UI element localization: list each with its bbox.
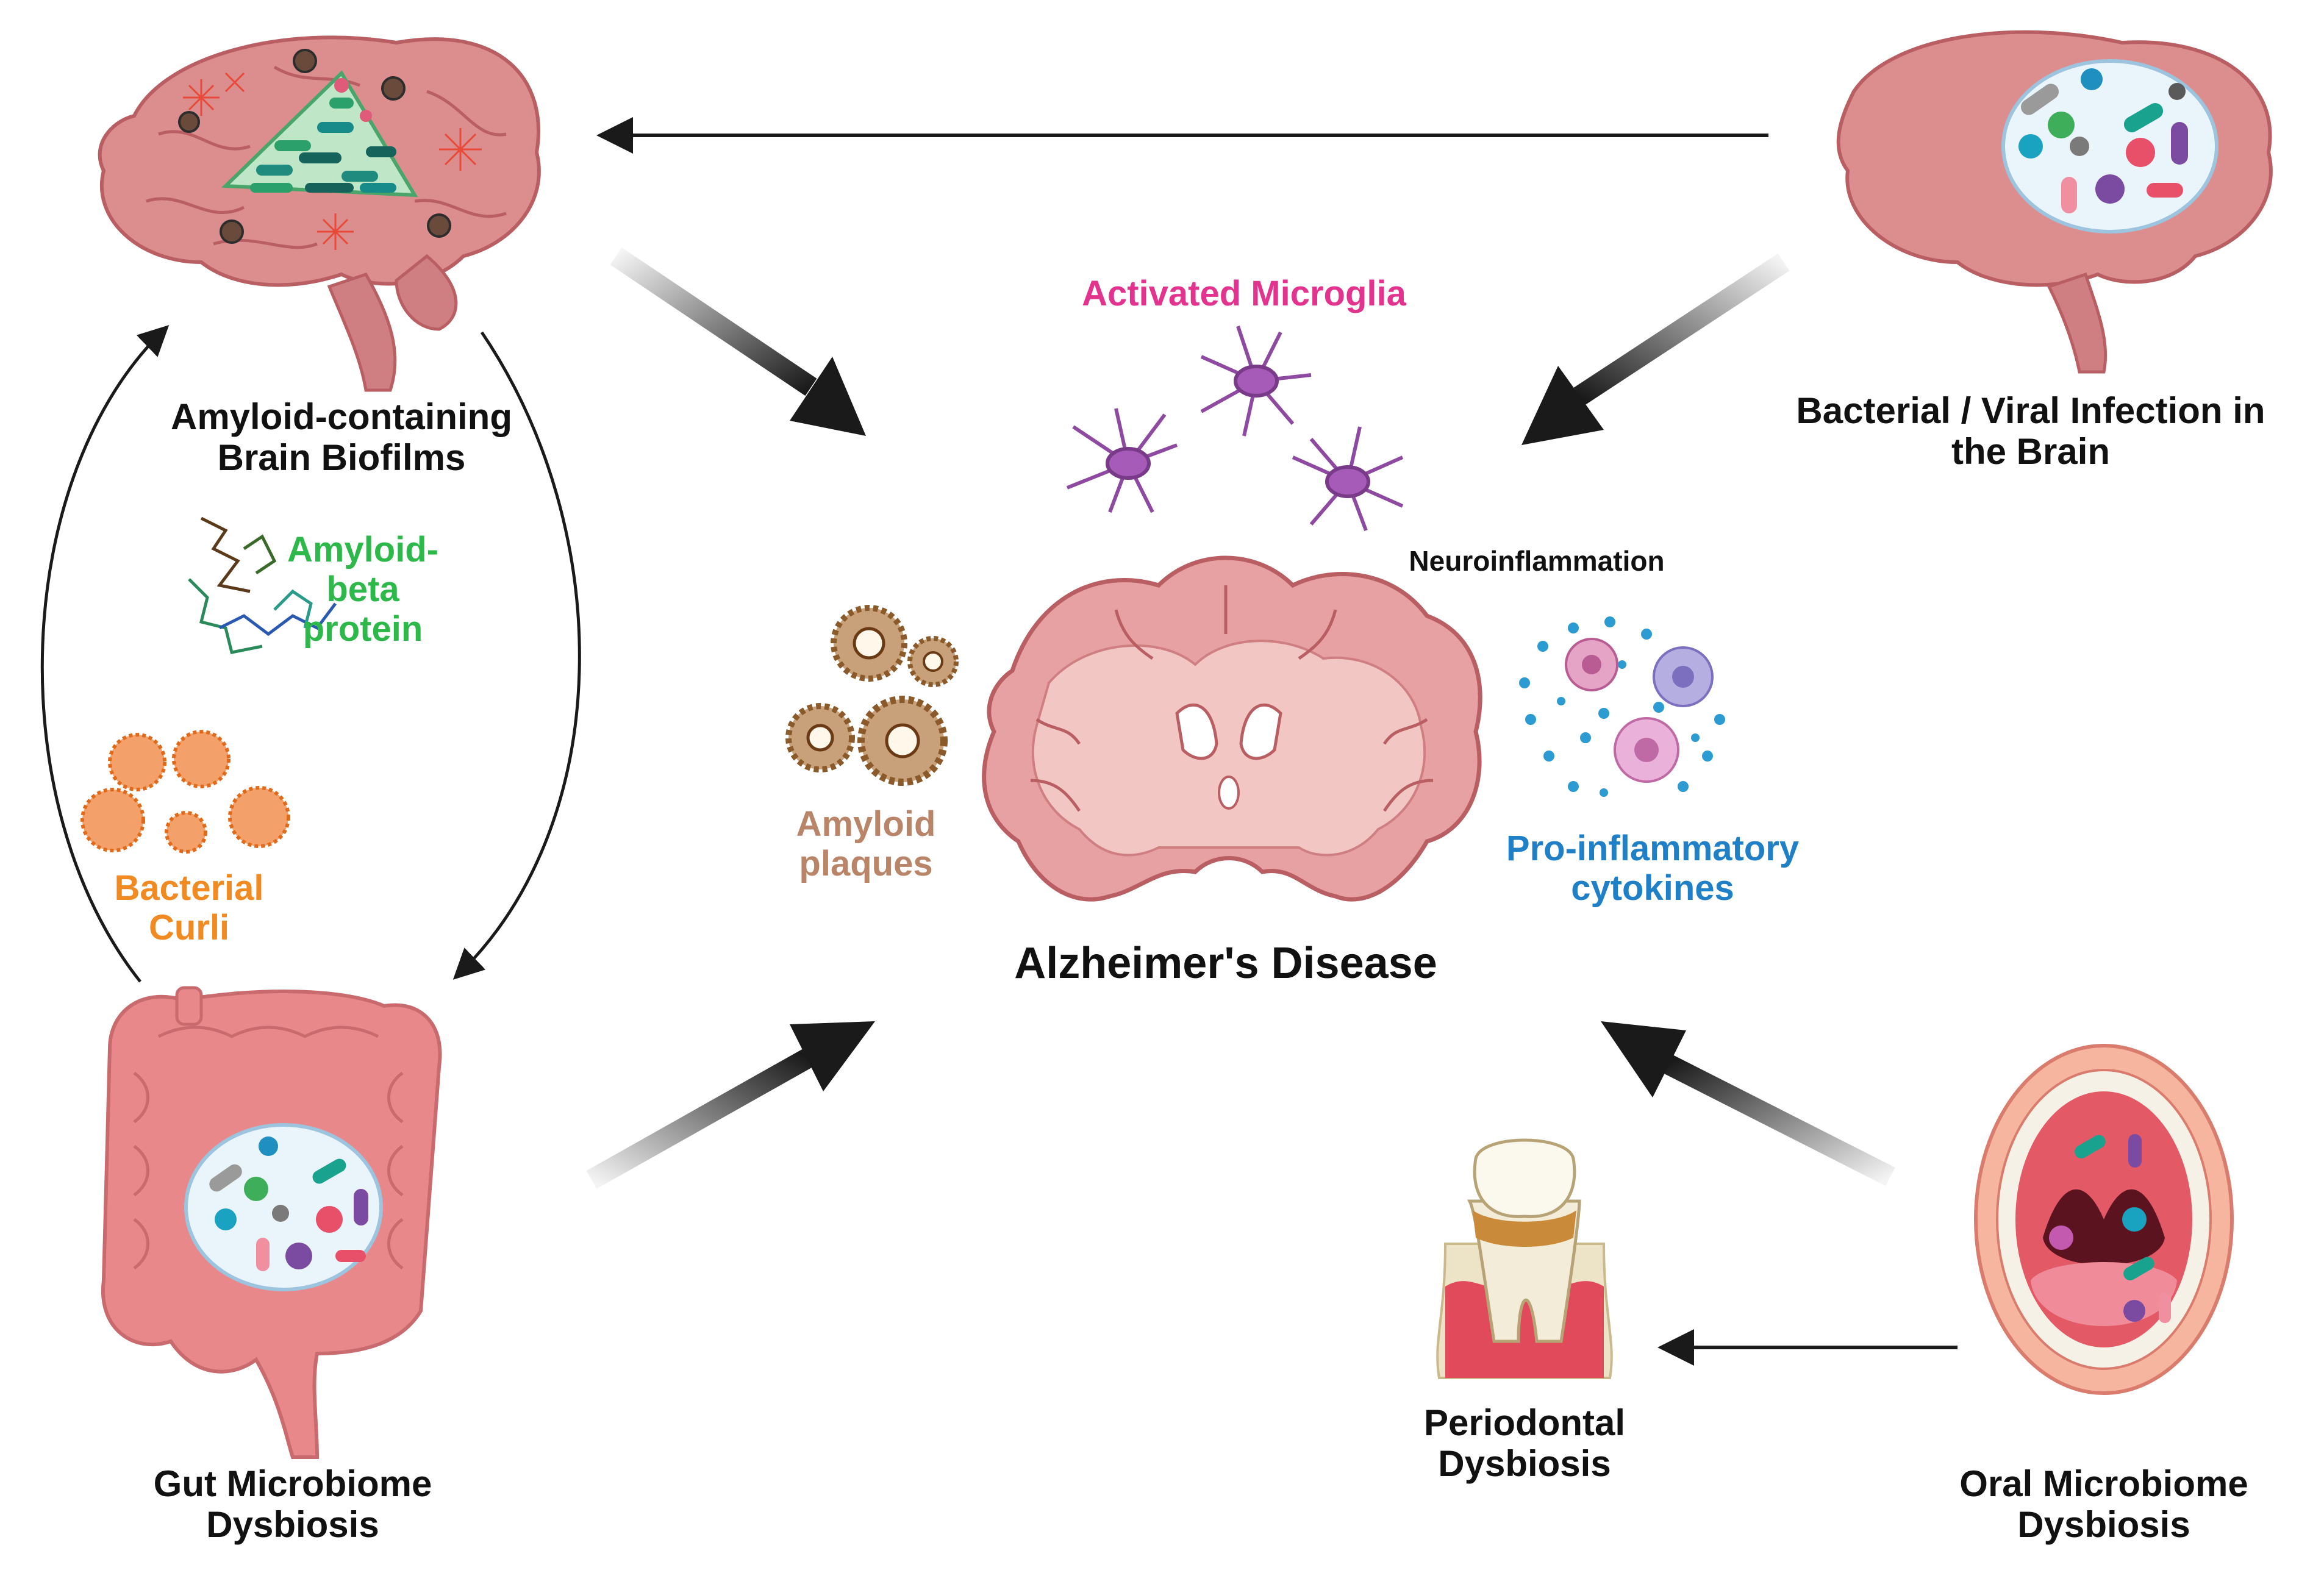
curli-icon: [80, 730, 290, 854]
brain-biofilm-icon: [98, 35, 541, 392]
gut-icon: [101, 986, 442, 1459]
label-cytokines: Pro-inflammatory cytokines: [1506, 829, 1800, 908]
cytokine-icon: [1519, 616, 1725, 797]
label-neuroinflammation: Neuroinflammation: [1409, 545, 1665, 577]
label-amyloid-beta: Amyloid- beta protein: [287, 530, 439, 649]
coronal-brain-icon: [982, 555, 1482, 902]
label-alzheimers: Alzheimer's Disease: [1014, 939, 1437, 988]
label-amyloid-plaques: Amyloid plaques: [796, 804, 936, 883]
infected-brain-icon: [1836, 30, 2273, 374]
cycle-arrow-up: [40, 325, 170, 983]
label-gut-dysbiosis: Gut Microbiome Dysbiosis: [153, 1463, 432, 1546]
label-brain-biofilms: Amyloid-containing Brain Biofilms: [171, 396, 512, 479]
arrow-oral-to-ad: [1601, 1021, 1895, 1186]
microglia-icon: [1066, 326, 1404, 532]
label-activated-microglia: Activated Microglia: [1082, 274, 1406, 313]
cycle-arrow-down: [452, 331, 581, 980]
label-brain-infection: Bacterial / Viral Infection in the Brain: [1796, 390, 2265, 473]
amyloid-beta-icon: [188, 516, 337, 654]
arrow-biofilm-to-ad: [610, 247, 866, 436]
tooth-icon: [1436, 1138, 1613, 1379]
label-periodontal: Periodontal Dysbiosis: [1423, 1402, 1626, 1485]
mouth-icon: [1974, 1044, 2234, 1395]
plaque-icon: [785, 605, 959, 786]
label-oral-dysbiosis: Oral Microbiome Dysbiosis: [1959, 1463, 2248, 1546]
label-bacterial-curli: Bacterial Curli: [114, 868, 264, 947]
arrow-infection-to-ad: [1521, 253, 1790, 445]
arrow-gut-to-ad: [586, 1021, 875, 1189]
